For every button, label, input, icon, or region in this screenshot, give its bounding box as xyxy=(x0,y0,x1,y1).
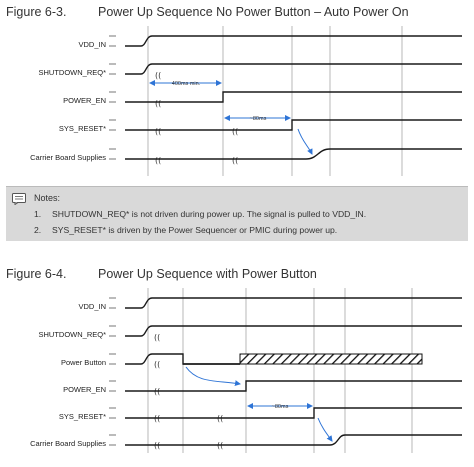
delay-label-80ms: ~80ms xyxy=(250,116,267,122)
figure-caption: Power Up Sequence No Power Button – Auto… xyxy=(98,5,409,19)
label-tick-marks xyxy=(109,297,116,446)
svg-text:((: (( xyxy=(155,156,161,165)
waveform-power-en xyxy=(125,380,462,392)
svg-text:((: (( xyxy=(155,71,161,80)
figure-6-4-title: Figure 6-4. Power Up Sequence with Power … xyxy=(6,267,317,281)
svg-text:((: (( xyxy=(232,127,238,136)
signal-label-sys-reset: SYS_RESET* xyxy=(59,124,106,133)
note-text: SYS_RESET* is driven by the Power Sequen… xyxy=(52,225,338,235)
signal-label-carrier-board-supplies: Carrier Board Supplies xyxy=(30,153,106,162)
waveform-sys-reset xyxy=(125,407,462,419)
svg-text:((: (( xyxy=(154,360,160,369)
dependency-arrow-reset-to-supplies xyxy=(297,128,313,155)
waveform-vdd-in xyxy=(125,297,462,309)
svg-text:((: (( xyxy=(154,333,160,342)
figure-6-3-title: Figure 6-3. Power Up Sequence No Power Bu… xyxy=(6,5,409,19)
power-button-dont-care-region xyxy=(239,353,423,365)
delay-label-400ms: 400ms min. xyxy=(172,81,201,87)
dependency-arrow-button-to-power-en xyxy=(185,366,241,387)
waveform-sys-reset xyxy=(125,119,462,131)
time-guides xyxy=(147,26,403,176)
note-number: 1. xyxy=(34,209,42,219)
dependency-arrow-reset-to-supplies xyxy=(317,417,333,442)
figure-number: Figure 6-3. xyxy=(6,5,67,19)
waveform-carrier-supplies xyxy=(125,434,462,446)
signal-label-carrier-board-supplies: Carrier Board Supplies xyxy=(30,439,106,448)
timing-diagram-auto-power-on: VDD_IN SHUTDOWN_REQ* POWER_EN SYS_RESET*… xyxy=(30,26,462,176)
svg-text:((: (( xyxy=(155,99,161,108)
signal-label-shutdown-req: SHUTDOWN_REQ* xyxy=(38,68,106,77)
break-marks: (( (( (( (( (( (( xyxy=(155,71,238,165)
svg-text:((: (( xyxy=(155,127,161,136)
delay-label-80ms: ~80ms xyxy=(272,404,289,410)
notes-title: Notes: xyxy=(34,193,61,203)
waveform-power-button xyxy=(125,353,240,365)
label-tick-marks xyxy=(109,35,116,160)
timing-diagram-power-button: VDD_IN SHUTDOWN_REQ* Power Button POWER_… xyxy=(30,288,462,453)
signal-label-power-en: POWER_EN xyxy=(63,96,106,105)
note-text: SHUTDOWN_REQ* is not driven during power… xyxy=(52,209,367,219)
note-number: 2. xyxy=(34,225,42,235)
signal-label-vdd-in: VDD_IN xyxy=(78,302,106,311)
signal-label-sys-reset: SYS_RESET* xyxy=(59,412,106,421)
signal-label-power-en: POWER_EN xyxy=(63,385,106,394)
waveform-vdd-in xyxy=(125,35,462,47)
signal-label-shutdown-req: SHUTDOWN_REQ* xyxy=(38,330,106,339)
waveform-shutdown-req xyxy=(125,63,462,75)
time-guides xyxy=(147,288,413,453)
figure-caption: Power Up Sequence with Power Button xyxy=(98,267,317,281)
figure-number: Figure 6-4. xyxy=(6,267,67,281)
waveform-power-en xyxy=(125,91,462,103)
note-icon xyxy=(12,193,26,205)
note-item: 1. SHUTDOWN_REQ* is not driven during pow… xyxy=(34,209,366,219)
svg-text:((: (( xyxy=(232,156,238,165)
waveform-carrier-supplies xyxy=(125,148,462,160)
note-item: 2. SYS_RESET* is driven by the Power Sequ… xyxy=(34,225,337,235)
notes-panel: Notes: 1. SHUTDOWN_REQ* is not driven dur… xyxy=(6,186,468,241)
signal-label-vdd-in: VDD_IN xyxy=(78,40,106,49)
waveform-shutdown-req xyxy=(125,325,462,337)
signal-label-power-button: Power Button xyxy=(61,358,106,367)
